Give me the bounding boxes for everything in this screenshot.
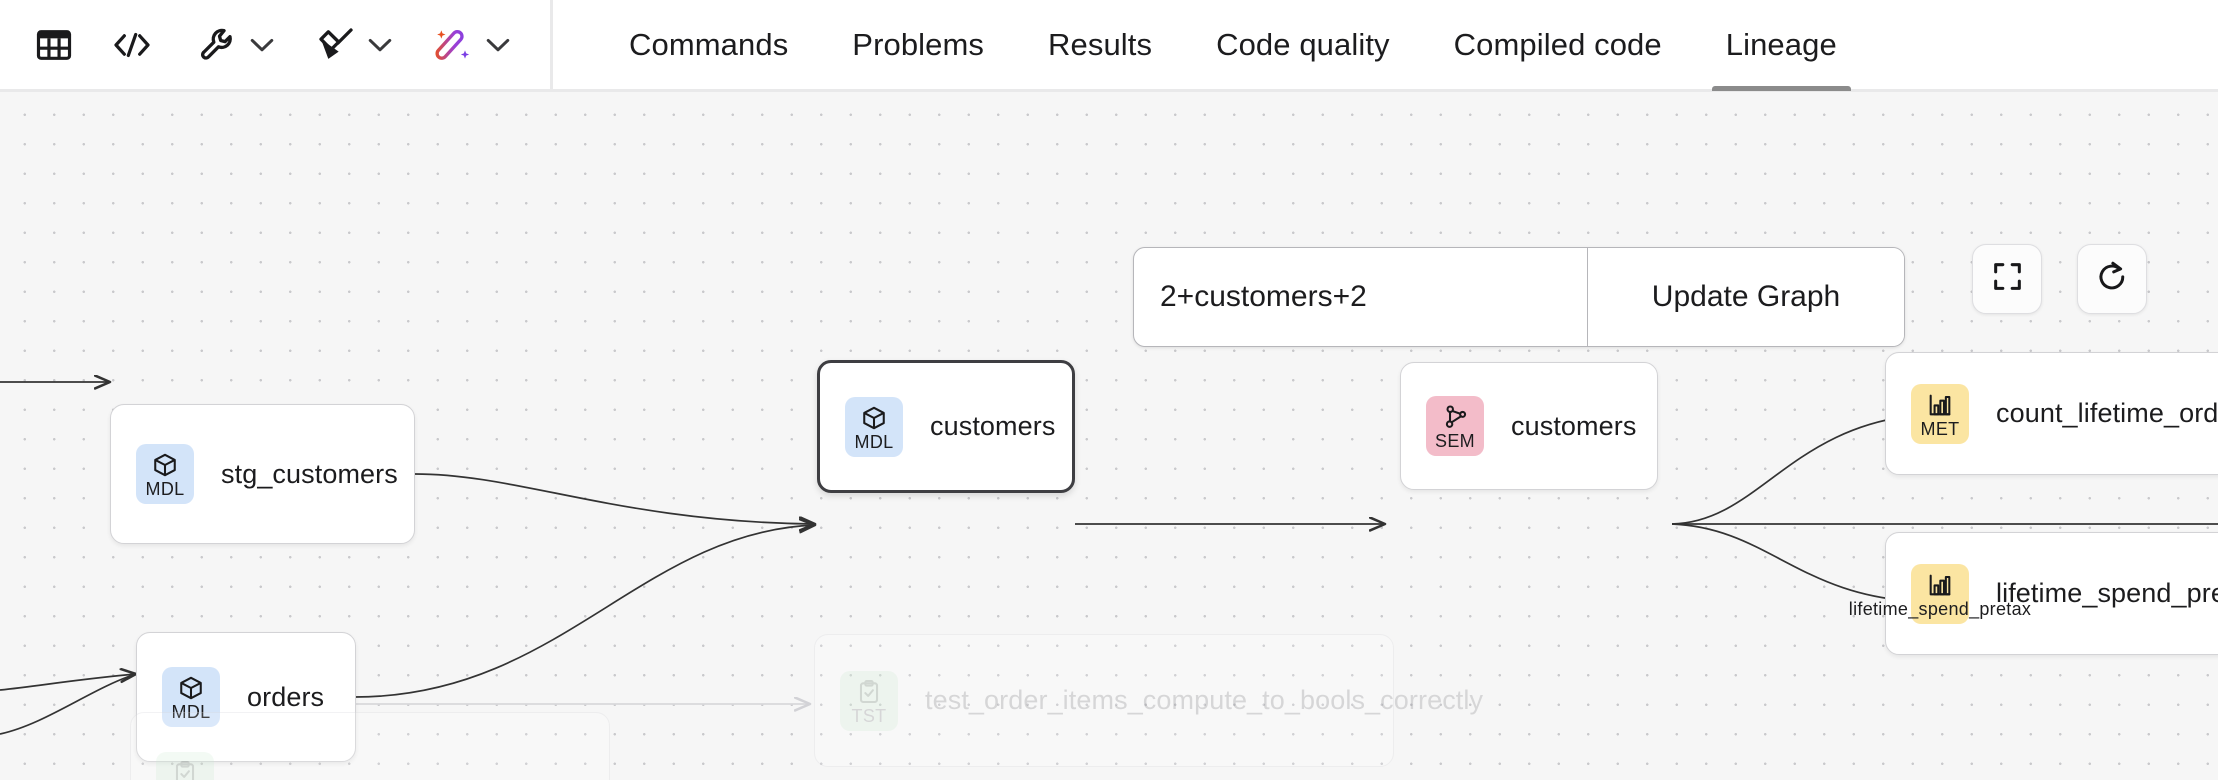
- node-type-badge-sem: SEM: [1426, 396, 1484, 456]
- node-type-badge-mdl: MDL: [845, 396, 903, 457]
- network-icon: [1442, 402, 1468, 430]
- tab-underline: [1440, 86, 1676, 91]
- lineage-node-count-lifetime-orders[interactable]: MET count_lifetime_orders: [1885, 352, 2218, 475]
- lineage-canvas[interactable]: MDL stg_customers MDL orders: [0, 92, 2218, 780]
- lineage-node-customers-semantic[interactable]: SEM customers: [1400, 362, 1658, 490]
- node-type-badge-tst: TST: [156, 752, 214, 780]
- tools-menu[interactable]: [190, 17, 282, 73]
- tab-underline: [1034, 86, 1166, 91]
- table-view-icon[interactable]: [26, 17, 82, 73]
- tab-results[interactable]: Results: [1016, 0, 1184, 91]
- tab-underline: [1202, 86, 1404, 91]
- refresh-icon: [2095, 260, 2129, 299]
- code-view-icon[interactable]: [104, 17, 160, 73]
- chevron-down-icon[interactable]: [478, 21, 518, 69]
- refresh-graph-button[interactable]: [2077, 244, 2147, 314]
- node-type-badge-met: MET: [1911, 383, 1969, 444]
- wrench-icon[interactable]: [190, 17, 246, 73]
- cube-icon: [152, 450, 178, 478]
- node-label: customers: [1511, 410, 1637, 441]
- update-graph-button[interactable]: Update Graph: [1587, 248, 1904, 346]
- editor-tool-group: [0, 0, 518, 91]
- edge-layer: [0, 92, 2218, 735]
- node-type-badge-mdl: MDL: [162, 667, 220, 727]
- node-type-badge-tst: TST: [840, 670, 898, 731]
- fit-to-screen-button[interactable]: [1972, 244, 2042, 314]
- node-label: customers: [930, 411, 1056, 441]
- lineage-node-test-order-items[interactable]: TST test_order_items_compute_to_bools_co…: [814, 634, 1484, 767]
- tab-bar: Commands Problems Results Code quality C…: [597, 0, 1869, 91]
- node-label: stg_customers: [221, 458, 398, 489]
- lineage-search-bar: Update Graph: [1133, 247, 1905, 347]
- node-type-badge-met: lifetime_spend_pretax: [1849, 563, 2031, 624]
- tab-underline: [838, 86, 998, 91]
- cube-icon: [861, 403, 887, 431]
- node-label: lifetime_spend_pretax: [1848, 598, 2032, 619]
- clipboard-check-icon: [856, 677, 882, 705]
- magic-wand-icon[interactable]: [426, 17, 482, 73]
- top-toolbar: Commands Problems Results Code quality C…: [0, 0, 2218, 92]
- lineage-node-lifetime-spend-pretax[interactable]: lifetime_spend_pretax lifetime_spend_pre…: [1849, 532, 2218, 655]
- lineage-node-stg-customers[interactable]: MDL stg_customers: [110, 404, 415, 544]
- node-label: test_order_items_compute_to_bools_correc…: [925, 685, 1484, 715]
- broom-icon[interactable]: [308, 17, 364, 73]
- format-menu[interactable]: [308, 17, 400, 73]
- chevron-down-icon[interactable]: [242, 21, 282, 69]
- tab-code-quality[interactable]: Code quality: [1184, 0, 1422, 91]
- lineage-node-customers-model[interactable]: MDL customers: [817, 360, 1075, 493]
- tab-underline: [615, 86, 802, 91]
- lineage-node-orders[interactable]: MDL orders: [136, 632, 356, 762]
- cube-icon: [178, 673, 204, 701]
- fit-to-screen-icon: [1991, 260, 2024, 298]
- clipboard-check-icon: [172, 758, 198, 780]
- tab-underline: [1711, 85, 1851, 91]
- node-type-badge-mdl: MDL: [136, 444, 194, 504]
- chevron-down-icon[interactable]: [360, 21, 400, 69]
- lineage-node-bottom-partial[interactable]: TST: [130, 712, 610, 780]
- tab-problems[interactable]: Problems: [820, 0, 1016, 91]
- node-label: count_lifetime_orders: [1996, 398, 2218, 428]
- ai-assist-menu[interactable]: [426, 17, 518, 73]
- toolbar-divider: [550, 0, 553, 91]
- node-label: lifetime_spend_pretax: [1996, 578, 2218, 608]
- search-input[interactable]: [1134, 248, 1588, 346]
- tab-compiled-code[interactable]: Compiled code: [1422, 0, 1694, 91]
- bar-chart-icon: [1927, 390, 1953, 418]
- node-label: orders: [247, 681, 325, 712]
- bar-chart-icon: [1927, 570, 1953, 598]
- tab-commands[interactable]: Commands: [597, 0, 820, 91]
- tab-lineage[interactable]: Lineage: [1694, 0, 1869, 91]
